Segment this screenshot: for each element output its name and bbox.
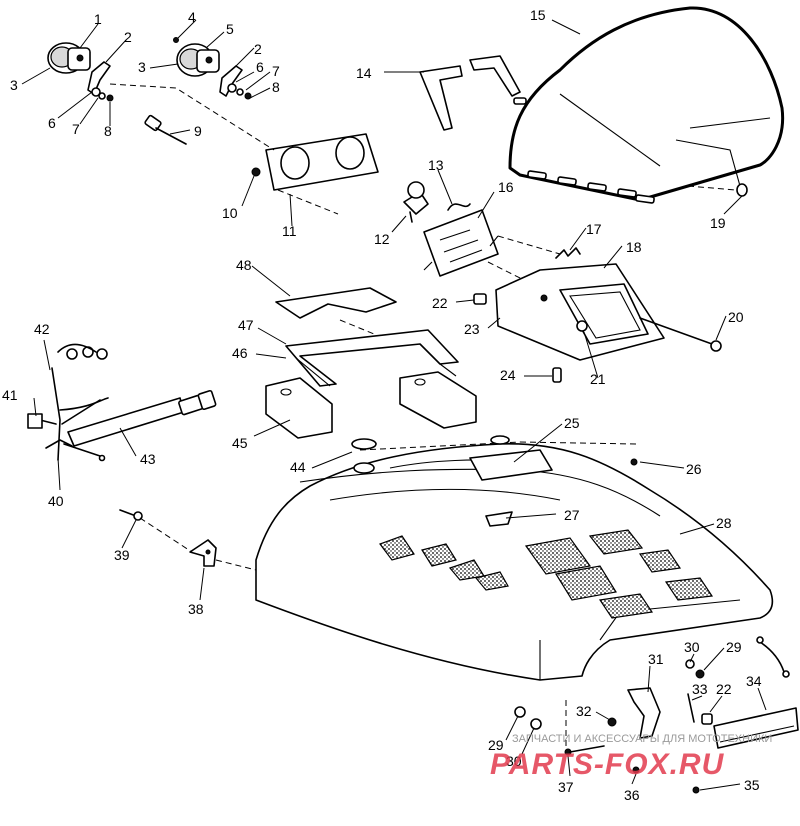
leader-lines — [21, 19, 767, 791]
callout-45: 45 — [232, 435, 248, 451]
headlight-reflector — [423, 209, 499, 277]
callout-25: 25 — [564, 415, 580, 431]
callout-1: 1 — [94, 11, 102, 27]
headlight-bulb — [403, 181, 429, 223]
windshield — [508, 6, 785, 204]
callout-37: 37 — [558, 779, 574, 795]
callout-12: 12 — [374, 231, 390, 247]
callout-46: 46 — [232, 345, 248, 361]
headlight-screw — [639, 317, 722, 352]
windshield-trim — [419, 55, 521, 131]
callout-42: 42 — [34, 321, 50, 337]
callout-numbers: 1 2 3 4 5 2 3 6 6 7 7 8 8 9 10 11 12 13 … — [2, 7, 762, 803]
gauge-bracket-right — [219, 65, 252, 100]
gauge-panel — [251, 133, 379, 191]
callout-38: 38 — [188, 601, 204, 617]
harness-loom — [67, 389, 217, 447]
callout-6: 6 — [48, 115, 56, 131]
callout-40: 40 — [48, 493, 64, 509]
callout-30: 30 — [506, 753, 522, 769]
callout-28: 28 — [716, 515, 732, 531]
callout-29: 29 — [726, 639, 742, 655]
watermark-brand: PARTS-FOX.RU — [490, 748, 725, 781]
watermark-caption: ЗАПЧАСТИ И АКСЕССУАРЫ ДЛЯ МОТОТЕХНИКИ — [512, 733, 772, 745]
callout-20: 20 — [728, 309, 744, 325]
callout-7: 7 — [72, 121, 80, 137]
callout-3: 3 — [10, 77, 18, 93]
callout-4: 4 — [188, 9, 196, 25]
callout-43: 43 — [140, 451, 156, 467]
watermark: ЗАПЧАСТИ И АКСЕССУАРЫ ДЛЯ МОТОТЕХНИКИ PA… — [490, 733, 772, 781]
callout-3: 3 — [138, 59, 146, 75]
callout-7: 7 — [272, 63, 280, 79]
callout-35: 35 — [744, 777, 760, 793]
callout-30: 30 — [684, 639, 700, 655]
callout-23: 23 — [464, 321, 480, 337]
headlight-housing — [495, 263, 665, 361]
callout-41: 41 — [2, 387, 18, 403]
callout-18: 18 — [626, 239, 642, 255]
callout-31: 31 — [648, 651, 664, 667]
clip-22a — [473, 293, 487, 305]
tether-cord — [756, 636, 790, 678]
callout-17: 17 — [586, 221, 602, 237]
lower-washers — [514, 706, 700, 794]
callout-8: 8 — [272, 79, 280, 95]
callout-13: 13 — [428, 157, 444, 173]
callout-5: 5 — [226, 21, 234, 37]
gauge-bracket-left — [87, 61, 114, 102]
callout-48: 48 — [236, 257, 252, 273]
callout-44: 44 — [290, 459, 306, 475]
callout-2: 2 — [254, 41, 262, 57]
callout-47: 47 — [238, 317, 254, 333]
support-block-right — [399, 371, 477, 429]
callout-27: 27 — [564, 507, 580, 523]
bumper-plate — [713, 707, 799, 749]
callout-16: 16 — [498, 179, 514, 195]
callout-22: 22 — [432, 295, 448, 311]
callout-15: 15 — [530, 7, 546, 23]
callout-11: 11 — [282, 223, 297, 239]
callout-36: 36 — [624, 787, 640, 803]
callout-9: 9 — [194, 123, 202, 139]
bolt-24 — [552, 367, 562, 383]
callout-8: 8 — [104, 123, 112, 139]
gauge-left — [47, 42, 91, 74]
callout-2: 2 — [124, 29, 132, 45]
callout-32: 32 — [576, 703, 592, 719]
side-hardware — [119, 509, 257, 571]
callout-29: 29 — [488, 737, 504, 753]
foam-pad — [275, 287, 397, 319]
callout-33: 33 — [692, 681, 708, 697]
callout-14: 14 — [356, 65, 372, 81]
speedo-cable — [144, 114, 187, 145]
callout-39: 39 — [114, 547, 130, 563]
callout-19: 19 — [710, 215, 726, 231]
callout-24: 24 — [500, 367, 516, 383]
callout-26: 26 — [686, 461, 702, 477]
support-bracket — [285, 329, 459, 387]
callout-10: 10 — [222, 205, 238, 221]
front-bracket-31 — [607, 659, 713, 739]
support-block-left — [265, 377, 333, 439]
callout-6: 6 — [256, 59, 264, 75]
callout-34: 34 — [746, 673, 762, 689]
callout-22: 22 — [716, 681, 732, 697]
hood — [255, 435, 774, 681]
callout-21: 21 — [590, 371, 606, 387]
headlight-spring — [555, 247, 581, 259]
gauge-right — [173, 37, 220, 77]
wiring-harness — [27, 343, 109, 462]
